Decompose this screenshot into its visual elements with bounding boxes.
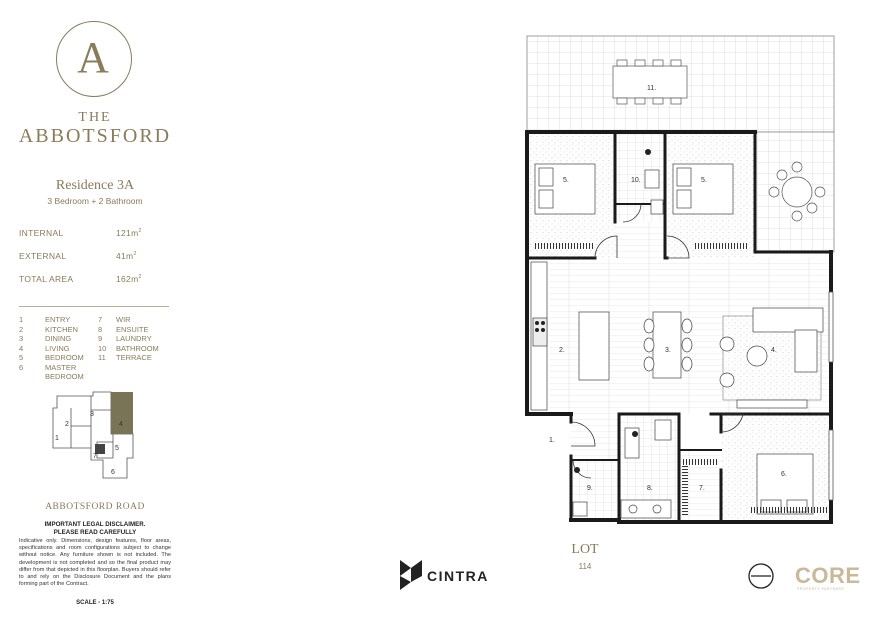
area-value: 41m2: [116, 251, 137, 261]
key-plan-label: 5: [115, 445, 119, 452]
cooktop: [535, 321, 545, 332]
logo-letter: A: [77, 33, 109, 82]
bed-master: [756, 453, 814, 515]
room-label: 4.: [771, 347, 777, 354]
key-plan-highlight: [111, 392, 133, 434]
disclaimer-title: IMPORTANT LEGAL DISCLAIMER. PLEASE READ …: [44, 521, 146, 536]
cintra-logo-icon: [400, 560, 422, 590]
core-logo-text: CORE: [795, 563, 861, 588]
residence-title: Residence 3A: [55, 178, 135, 193]
area-label: TOTAL AREA: [19, 274, 74, 284]
room-label: 7.: [699, 485, 705, 492]
kitchen-bench: [530, 261, 610, 411]
cintra-logo-text: CINTRA: [427, 568, 489, 584]
floor-plan: 11.: [525, 35, 835, 524]
bathroom-fixtures: [572, 169, 672, 519]
divider: [19, 306, 169, 307]
area-value: 162m2: [116, 274, 142, 284]
area-label: EXTERNAL: [19, 251, 67, 261]
windows: [828, 291, 834, 501]
key-plan-label: 1: [55, 435, 59, 442]
area-label: INTERNAL: [19, 228, 64, 238]
residence-subtitle: 3 Bedroom + 2 Bathroom: [47, 196, 143, 206]
room-label: 11.: [647, 85, 656, 92]
room-label: 3.: [665, 347, 671, 354]
room-label: 1.: [549, 437, 555, 444]
room-label: 8.: [647, 485, 653, 492]
road-label: ABBOTSFORD ROAD: [45, 502, 145, 512]
bed-right: [672, 163, 734, 215]
living-sofa: [719, 307, 824, 409]
room-label: 9.: [587, 485, 593, 492]
walls: [525, 130, 833, 524]
dining-table: [643, 311, 693, 379]
key-plan: 3 4 2 1 5 6 7: [52, 391, 134, 479]
outdoor-dining-table: [612, 59, 688, 105]
core-logo-subtext: PROPERTY PARTNERS: [797, 587, 845, 591]
brand-name: ABBOTSFORD: [18, 125, 172, 147]
outdoor-round-table: [768, 161, 826, 222]
key-plan-label: 3: [90, 411, 94, 418]
scale-label: SCALE - 1:75: [76, 600, 114, 606]
circle-logo-icon: [748, 563, 774, 589]
lot-label: LOT: [571, 542, 599, 557]
bed-left: [534, 163, 596, 215]
room-label: 10.: [631, 177, 641, 184]
room-label: 6.: [781, 471, 787, 478]
room-label: 5.: [701, 177, 707, 184]
room-label: 2.: [559, 347, 565, 354]
area-value: 121m2: [116, 228, 142, 238]
key-plan-label: 2: [65, 421, 69, 428]
doors: [570, 203, 744, 479]
wardrobes: [535, 243, 827, 516]
brand-the: THE: [78, 110, 112, 125]
key-plan-label: 7: [93, 453, 97, 460]
key-plan-label: 4: [119, 421, 123, 428]
key-plan-label: 6: [111, 469, 115, 476]
logo-emblem: [56, 21, 132, 97]
lot-number: 114: [578, 562, 592, 571]
disclaimer-body: Indicative only. Dimensions, design feat…: [19, 538, 171, 588]
room-label: 5.: [563, 177, 569, 184]
